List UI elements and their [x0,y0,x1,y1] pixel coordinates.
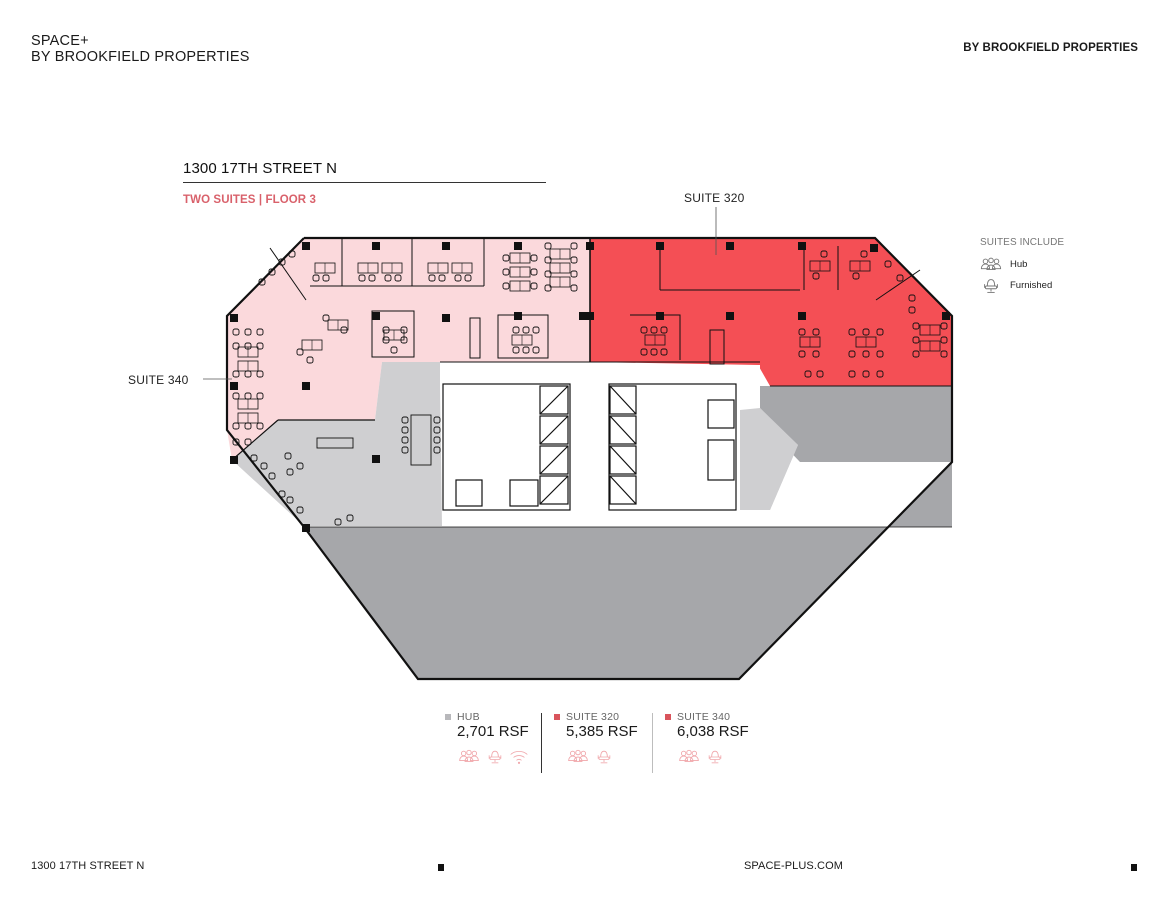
footer-address: 1300 17TH STREET N [31,860,145,872]
unavailable-area [304,462,952,679]
legend-item-furnished: Furnished [980,275,1064,296]
suite-340-area [227,238,590,460]
hub-people-icon [459,749,479,762]
furnished-chair-icon [708,750,722,764]
footer-marker [1131,864,1137,871]
stat-suite-320-name: SUITE 320 [566,711,620,723]
stat-suite-320: SUITE 320 5,385 RSF [554,711,652,773]
stat-suite-320-value: 5,385 RSF [566,723,638,740]
suites-include-legend: SUITES INCLUDE Hub Furnished [980,237,1064,296]
hub-people-icon [980,257,1002,270]
suite-340-label: SUITE 340 [128,373,189,387]
stat-hub-value: 2,701 RSF [457,723,529,740]
suite-340-color-swatch [665,714,671,720]
stat-suite-340-value: 6,038 RSF [677,723,749,740]
page-title: 1300 17TH STREET N [183,160,338,177]
stats-divider [652,713,653,773]
suites-include-heading: SUITES INCLUDE [980,237,1065,248]
footer-website-link[interactable]: SPACE-PLUS.COM [744,860,843,872]
brand-line-2: BY BROOKFIELD PROPERTIES [31,49,250,65]
suite-320-color-swatch [554,714,560,720]
hub-area [232,362,442,526]
suite-stats: HUB 2,701 RSF SUITE 320 5,385 RSF SUITE … [445,711,767,773]
wifi-icon [510,750,528,764]
suite-320-label: SUITE 320 [684,191,745,205]
brand-line-1: SPACE+ [31,33,89,49]
exterior-wall [225,236,954,681]
legend-item-hub: Hub [980,254,1064,275]
furnished-chair-icon [984,278,998,293]
hub-people-icon [679,749,699,762]
unavailable-area-right [760,386,952,462]
stat-suite-340: SUITE 340 6,038 RSF [665,711,767,773]
legend-label-furnished: Furnished [1010,280,1053,291]
stat-hub-name: HUB [457,711,480,723]
brand-logo: SPACE+ BY BROOKFIELD PROPERTIES [31,33,250,65]
hub-people-icon [568,749,588,762]
title-divider [183,182,546,183]
legend-label-hub: Hub [1010,259,1028,270]
stat-suite-340-name: SUITE 340 [677,711,731,723]
brand-right: BY BROOKFIELD PROPERTIES [963,42,1138,54]
page-subtitle: TWO SUITES | FLOOR 3 [183,194,316,206]
hub-color-swatch [445,714,451,720]
furnished-chair-icon [488,750,502,764]
furnished-chair-icon [597,750,611,764]
footer-marker [438,864,444,871]
stat-hub: HUB 2,701 RSF [445,711,541,773]
building-core [442,365,760,527]
stats-divider [541,713,542,773]
